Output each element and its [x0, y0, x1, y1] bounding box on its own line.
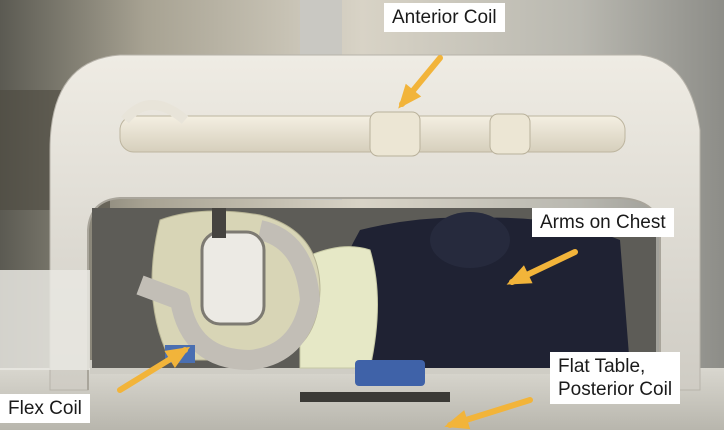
anterior-coil-band-2	[489, 113, 531, 155]
flex-coil	[136, 220, 320, 370]
headphone-cup	[200, 230, 266, 326]
label-arms-on-chest: Arms on Chest	[532, 208, 674, 237]
patient-torso	[328, 217, 630, 368]
label-flat-table-posterior-coil: Flat Table, Posterior Coil	[550, 352, 681, 404]
label-flex-coil: Flex Coil	[0, 394, 90, 423]
arrow-anterior-coil	[398, 55, 443, 109]
label-flat-table-line-1: Flat Table,	[558, 356, 646, 377]
headphone-band	[212, 208, 226, 238]
coil-cable	[121, 100, 189, 124]
table-dark-slot	[300, 392, 450, 402]
anterior-coil-band	[369, 111, 421, 157]
arrow-anterior-coil-head	[398, 83, 422, 109]
arrow-arms-on-chest-head	[506, 265, 533, 285]
arrow-flat-table	[444, 397, 533, 430]
patient-arm	[430, 212, 510, 268]
annotation-arrows	[117, 55, 578, 430]
blue-pad	[355, 360, 425, 386]
label-flat-table-line-2: Posterior Coil	[558, 379, 673, 400]
arrow-flex-coil-head	[164, 346, 191, 368]
arrow-arms-on-chest	[506, 249, 578, 285]
label-anterior-coil: Anterior Coil	[384, 3, 505, 32]
arrow-flat-table-head	[444, 410, 471, 430]
left-white-foam	[0, 270, 90, 370]
arrow-flex-coil	[117, 346, 191, 393]
